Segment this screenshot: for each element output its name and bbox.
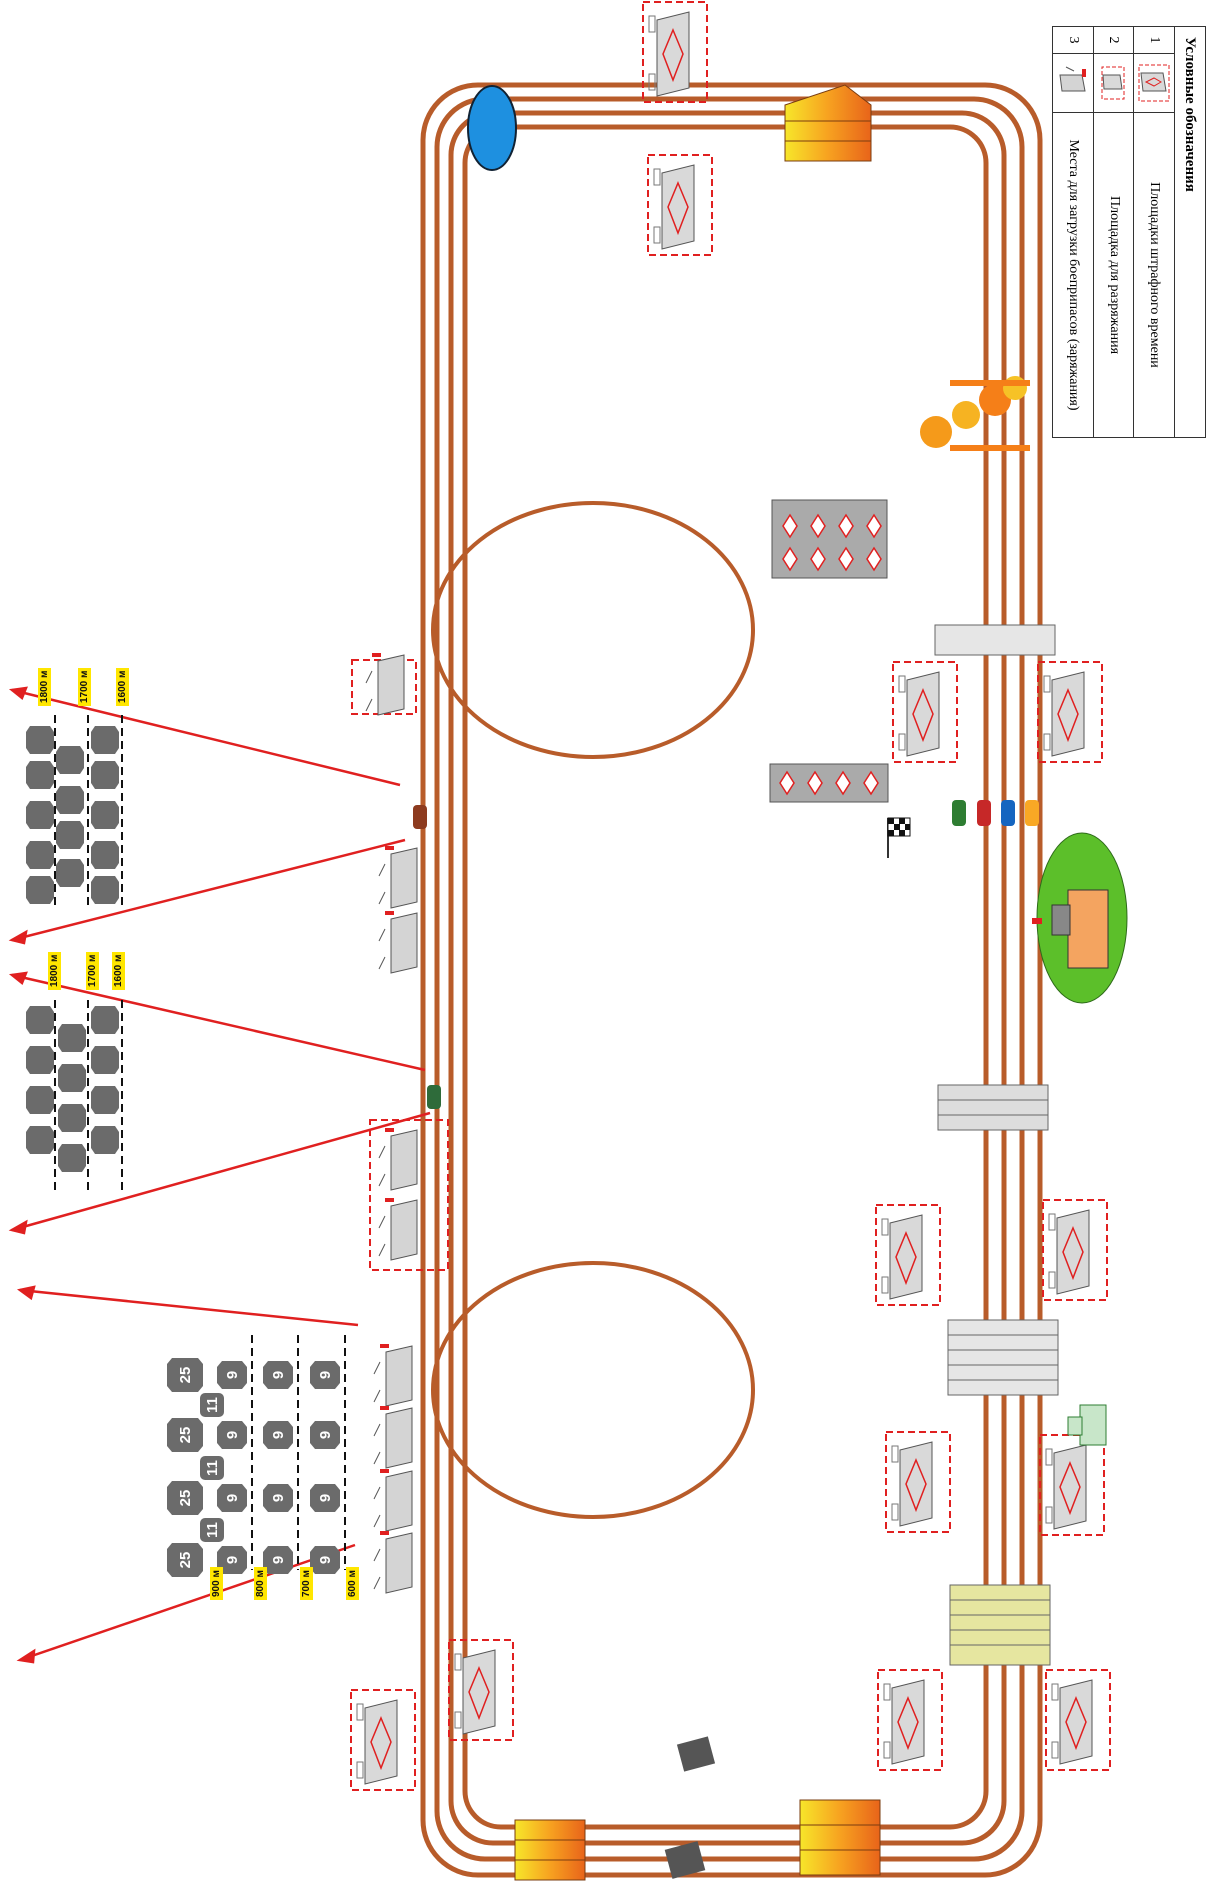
target-number: 11 [204, 1522, 221, 1538]
numbered-target: 9 [263, 1484, 293, 1512]
numbered-target: 9 [310, 1546, 340, 1574]
numbered-target: 11 [200, 1518, 224, 1542]
target-number: 25 [177, 1427, 194, 1444]
distance-label: 1700 м [86, 951, 99, 990]
numbered-target: 9 [217, 1361, 247, 1389]
legend-text: Места для загрузки боеприпасов (заряжани… [1065, 139, 1081, 411]
target-number: 11 [204, 1397, 221, 1413]
firing-arrows [8, 686, 431, 1664]
target-number: 9 [317, 1431, 334, 1439]
legend-row: 2 Площадка для разряжания [1092, 27, 1134, 437]
distance-label: 800 м [254, 1567, 267, 1600]
distance-label: 700 м [300, 1567, 313, 1600]
distance-label: 1700 м [78, 667, 91, 706]
numbered-target: 9 [263, 1361, 293, 1389]
numbered-target: 25 [167, 1543, 203, 1577]
loading-spots [351, 652, 449, 1594]
target-group-c: 25 25 25 25 9 9 9 9 9 9 9 9 9 9 9 9 11 11 11 [167, 1358, 340, 1577]
target-number: 25 [177, 1367, 194, 1384]
legend-row: 1 Площадки штрафного времени [1133, 27, 1174, 437]
numbered-target: 11 [200, 1456, 224, 1480]
legend-num: 2 [1093, 27, 1134, 54]
target-number: 25 [177, 1552, 194, 1569]
numbered-target: 25 [167, 1358, 203, 1392]
numbered-target: 9 [217, 1546, 247, 1574]
distance-label: 1800 м [38, 667, 51, 706]
checkpoints [664, 1736, 716, 1879]
target-number: 9 [270, 1556, 287, 1564]
target-number: 25 [177, 1490, 194, 1507]
target-number: 9 [224, 1431, 241, 1439]
fire-gates [514, 84, 881, 1881]
distance-label: 900 м [210, 1567, 223, 1600]
distance-label: 1600 м [116, 667, 129, 706]
target-number: 9 [317, 1371, 334, 1379]
penalty-area-icon [1134, 54, 1174, 113]
start-marker [467, 85, 517, 171]
numbered-target: 9 [217, 1484, 247, 1512]
numbered-target: 11 [200, 1393, 224, 1417]
target-number: 9 [270, 1431, 287, 1439]
target-number: 9 [317, 1556, 334, 1564]
fire-obstacle [920, 376, 1030, 451]
vehicles [413, 800, 1039, 1109]
distance-label: 1600 м [112, 951, 125, 990]
training-loops [431, 501, 755, 1519]
target-number: 9 [224, 1494, 241, 1502]
loading-spot-icon [1052, 54, 1093, 113]
distance-label: 1800 м [48, 951, 61, 990]
lane-obstacles [934, 624, 1059, 1666]
numbered-target: 9 [263, 1546, 293, 1574]
target-group-a [26, 715, 123, 910]
numbered-target: 9 [217, 1421, 247, 1449]
numbered-target: 25 [167, 1481, 203, 1515]
target-number: 9 [270, 1494, 287, 1502]
legend: Условные обозначения 1 Площадки штрафног… [1052, 26, 1206, 438]
target-number: 9 [270, 1371, 287, 1379]
target-number: 11 [204, 1460, 221, 1476]
legend-text: Площадки штрафного времени [1147, 182, 1163, 368]
finish-flag [887, 817, 911, 858]
diamond-panel-2 [769, 763, 889, 803]
target-number: 9 [224, 1371, 241, 1379]
target-number: 9 [224, 1556, 241, 1564]
legend-row: 3 Места для загрузки боеприпасов (заряжа… [1052, 27, 1093, 437]
numbered-target: 9 [310, 1361, 340, 1389]
legend-text: Площадка для разряжания [1106, 195, 1122, 355]
legend-num: 1 [1134, 27, 1174, 54]
numbered-target: 9 [310, 1421, 340, 1449]
medical-station [1067, 1404, 1107, 1446]
target-group-b [26, 1000, 123, 1190]
grandstand [1032, 832, 1128, 1004]
numbered-target: 25 [167, 1418, 203, 1452]
numbered-target: 9 [263, 1421, 293, 1449]
legend-num: 3 [1052, 27, 1093, 54]
race-track [420, 82, 1043, 1878]
numbered-target: 9 [310, 1484, 340, 1512]
distance-label: 600 м [346, 1567, 359, 1600]
diamond-panel-1 [771, 499, 888, 579]
legend-title: Условные обозначения [1174, 27, 1205, 437]
target-group-c-lines [251, 1335, 346, 1570]
target-number: 9 [317, 1494, 334, 1502]
unloading-area-icon [1093, 54, 1134, 113]
